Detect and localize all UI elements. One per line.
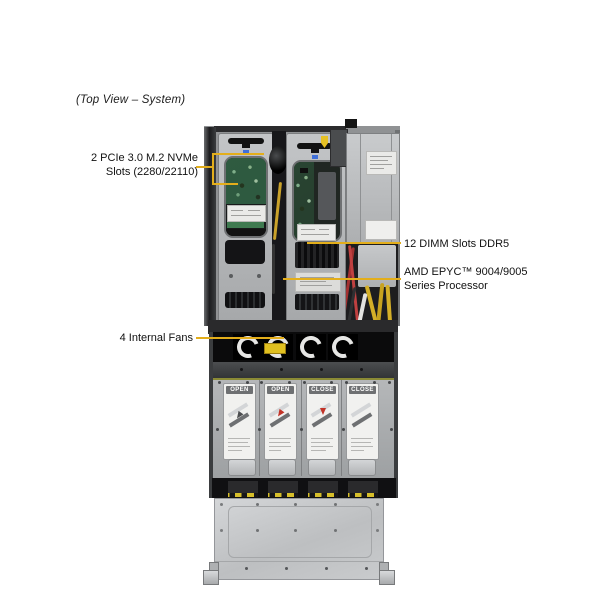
- dimm-slots: [295, 242, 339, 268]
- chip: [300, 168, 308, 173]
- left-bay-clip: [243, 150, 249, 154]
- tray-latch-2: [268, 459, 296, 476]
- rear-tab: [345, 119, 357, 128]
- left-rail: [204, 127, 216, 326]
- drive-bay-screws-top: [218, 381, 221, 384]
- left-bay-handle-stem: [242, 143, 250, 148]
- left-bay-sticker: [227, 205, 266, 222]
- center-channel: [272, 131, 286, 323]
- callout-dimm-line1: 12 DIMM Slots DDR5: [404, 238, 510, 250]
- callout-m2: 2 PCIe 3.0 M.2 NVMe Slots (2280/22110): [91, 151, 198, 179]
- callout-m2-pointer-bottom: [212, 183, 238, 185]
- middle-bay-clip: [312, 155, 318, 159]
- tray-divider: [259, 380, 260, 476]
- psu-seam: [360, 134, 361, 244]
- callout-m2-line1: 2 PCIe 3.0 M.2 NVMe: [91, 152, 198, 164]
- psu-connector-label: [365, 220, 397, 240]
- drive-tray-sticker-4: CLOSE: [346, 383, 379, 460]
- chassis-top-edge: [214, 126, 346, 132]
- drive-tray-sticker-2: OPEN: [264, 383, 297, 460]
- left-side-rail: [209, 332, 213, 498]
- middle-bay-handle-stem: [311, 148, 319, 153]
- psu-bay: [346, 133, 400, 245]
- cover-screws-row1: [256, 503, 259, 506]
- fan-blade-icon: [328, 334, 358, 360]
- vent-hole: [257, 274, 261, 278]
- callout-m2-pointer-top: [212, 153, 264, 155]
- tray-sticker-header: CLOSE: [349, 386, 376, 394]
- drive-tray-sticker-3: CLOSE: [306, 383, 339, 460]
- left-bay-window: [224, 156, 268, 238]
- callout-cpu-line2: Series Processor: [404, 280, 488, 292]
- cpu-area-label: [295, 272, 341, 292]
- backplane-connector: [308, 481, 338, 497]
- drive-bay-screws-mid: [216, 428, 219, 431]
- middle-bay-empty-slot: [318, 172, 336, 220]
- warning-marker-icon: [321, 136, 328, 148]
- callout-cpu: AMD EPYC™ 9004/9005 Series Processor: [404, 265, 528, 293]
- tray-sticker-header: CLOSE: [309, 386, 336, 394]
- callout-fans-leader: [196, 337, 284, 339]
- callout-m2-leader: [196, 166, 214, 168]
- callout-m2-line2: Slots (2280/22110): [105, 166, 198, 178]
- mid-brace: [213, 362, 396, 378]
- middle-bay-handle: [297, 143, 332, 149]
- psu-seam: [391, 134, 392, 244]
- view-label: (Top View – System): [76, 94, 186, 106]
- front-cover-plate: [214, 498, 384, 580]
- center-cylinder: [269, 146, 287, 174]
- rear-fan-divider: [208, 320, 398, 334]
- fan-caution-sticker: [264, 343, 286, 354]
- callout-cpu-line1: AMD EPYC™ 9004/9005: [404, 266, 528, 278]
- right-mounting-ear: [378, 562, 395, 585]
- left-riser-bay: [218, 133, 274, 323]
- left-bay-lower-opening: [225, 240, 265, 264]
- tray-latch-3: [308, 459, 336, 476]
- cover-screws-bottom: [245, 567, 248, 570]
- tray-divider: [341, 380, 342, 476]
- fan-4: [328, 334, 358, 360]
- backplane-connector: [228, 481, 258, 497]
- left-bay-vent: [225, 292, 265, 308]
- callout-fans-line1: 4 Internal Fans: [119, 332, 193, 344]
- callout-dimm: 12 DIMM Slots DDR5: [404, 237, 509, 251]
- fan-blade-icon: [296, 334, 326, 360]
- callout-fans: 4 Internal Fans: [120, 331, 193, 345]
- psu-sticker: [366, 151, 397, 175]
- red-arrow-icon: [320, 408, 326, 415]
- tray-sticker-header: OPEN: [267, 386, 294, 394]
- middle-bay-vent: [295, 294, 339, 310]
- tray-latch-1: [228, 459, 256, 476]
- center-cable-black: [272, 244, 275, 294]
- cover-corner-screws: [220, 503, 223, 506]
- cover-seam: [215, 561, 383, 562]
- tray-divider: [301, 380, 302, 476]
- vent-hole: [229, 274, 233, 278]
- middle-riser-bay: [286, 133, 346, 323]
- left-bay-handle: [228, 138, 264, 144]
- tray-sticker-header: OPEN: [226, 386, 253, 394]
- right-side-rail: [394, 332, 398, 498]
- cable-area: [346, 243, 398, 326]
- middle-bay-sticker: [297, 224, 336, 241]
- cover-screws-row2: [256, 529, 259, 532]
- brace-screws: [240, 368, 243, 371]
- power-distribution-board: [358, 245, 396, 287]
- callout-dimm-leader: [307, 242, 401, 244]
- m2-card-left: [226, 158, 266, 204]
- backplane-connector: [348, 481, 378, 497]
- fan-3: [296, 334, 326, 360]
- tray-latch-4: [348, 459, 376, 476]
- callout-cpu-leader: [283, 278, 401, 280]
- left-bay-pcb-strip: [227, 222, 264, 228]
- cover-inner-outline: [228, 506, 372, 558]
- backplane-connector: [268, 481, 298, 497]
- callout-m2-bracket: [212, 153, 214, 185]
- left-bay-shadow: [226, 229, 266, 236]
- left-mounting-ear: [203, 562, 219, 585]
- drive-tray-sticker-1: OPEN: [223, 383, 256, 460]
- m2-card-middle: [294, 162, 314, 240]
